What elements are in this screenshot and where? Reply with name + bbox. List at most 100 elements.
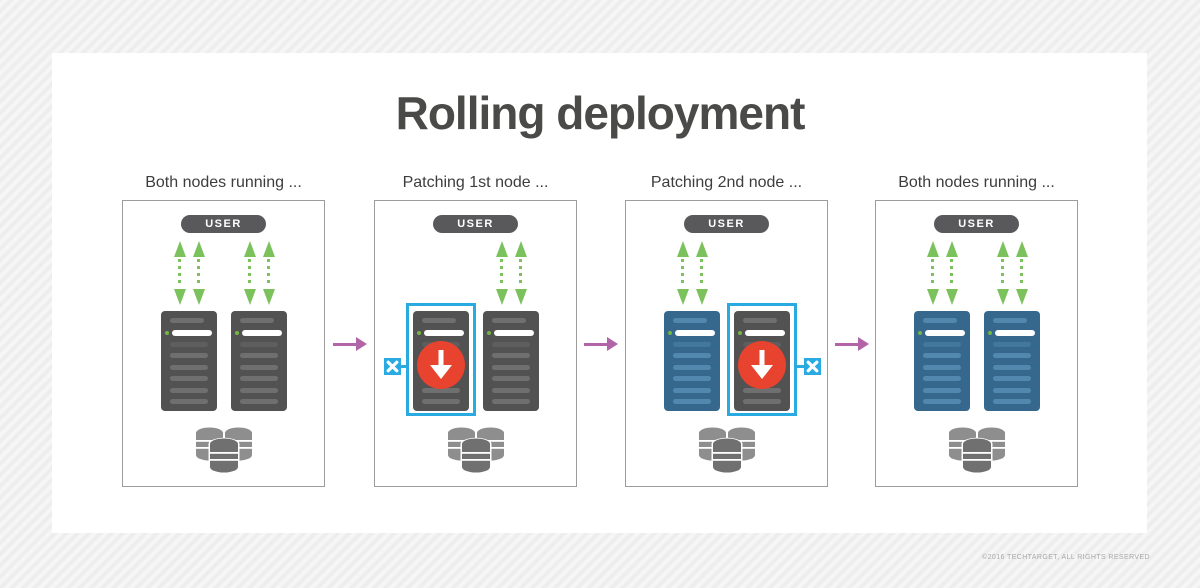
arrow-dotted-line xyxy=(248,259,251,287)
server-stripe xyxy=(923,318,957,323)
arrow-dotted-line xyxy=(700,259,703,287)
x-offline-icon xyxy=(804,358,821,375)
arrow-dotted-line xyxy=(197,259,200,287)
server-stripe xyxy=(240,353,278,358)
arrow-up-head xyxy=(173,241,186,257)
arrow-down-head xyxy=(514,289,527,305)
server-stripe xyxy=(743,399,781,404)
server-stripe xyxy=(170,318,204,323)
vertical-double-arrow xyxy=(945,241,958,305)
arrow-dotted-line xyxy=(681,259,684,287)
server-status-bar xyxy=(235,329,282,336)
arrow-down-head xyxy=(926,289,939,305)
vertical-double-arrow xyxy=(676,241,689,305)
database-front-separators xyxy=(210,452,238,461)
patching-highlight-box xyxy=(727,303,797,416)
arrow-dotted-line xyxy=(950,259,953,287)
server-status-bar xyxy=(417,329,464,336)
vertical-double-arrow xyxy=(243,241,256,305)
panel-1: Both nodes running ...USER xyxy=(122,172,325,487)
x-glyph xyxy=(806,360,819,373)
server-stripe xyxy=(492,318,526,323)
database-front-cylinder xyxy=(210,438,238,473)
server-stripe xyxy=(993,353,1031,358)
server-stripe xyxy=(993,399,1031,404)
server-status-bar xyxy=(738,329,785,336)
bidirectional-arrows-icon xyxy=(173,241,205,305)
server-stripe xyxy=(923,353,961,358)
arrow-down-head xyxy=(495,289,508,305)
vertical-double-arrow xyxy=(262,241,275,305)
server-stripe xyxy=(673,387,711,393)
server-node-2 xyxy=(231,311,287,411)
arrow-dotted-line xyxy=(1020,259,1023,287)
server-stripe xyxy=(492,364,530,370)
bidirectional-arrows-icon xyxy=(243,241,275,305)
server-stripe xyxy=(240,341,278,347)
vertical-double-arrow xyxy=(192,241,205,305)
server-stripe xyxy=(923,376,961,381)
database-cylinders xyxy=(448,427,504,474)
server-stripe xyxy=(240,364,278,370)
server-stripe xyxy=(923,364,961,370)
arrow-dotted-line xyxy=(178,259,181,287)
arrow-up-head xyxy=(1015,241,1028,257)
server-stripe xyxy=(492,376,530,381)
server-status-bar xyxy=(988,329,1035,336)
patching-highlight-box xyxy=(406,303,476,416)
database-cylinders xyxy=(699,427,755,474)
vertical-double-arrow xyxy=(996,241,1009,305)
panel-box: USER xyxy=(875,200,1078,487)
arrow-down-head xyxy=(676,289,689,305)
user-pill: USER xyxy=(934,215,1019,233)
arrow-dotted-line xyxy=(519,259,522,287)
server-stripe xyxy=(422,318,456,323)
bidirectional-arrows-icon xyxy=(926,241,958,305)
server-stripe xyxy=(923,387,961,393)
offline-connector-line xyxy=(400,365,408,368)
panel-box: USER xyxy=(625,200,828,487)
arrow-up-head xyxy=(262,241,275,257)
arrow-up-head xyxy=(243,241,256,257)
vertical-double-arrow xyxy=(695,241,708,305)
arrow-down-head xyxy=(262,289,275,305)
download-arrow-glyph xyxy=(738,341,786,389)
database-icon xyxy=(192,425,256,474)
vertical-double-arrow xyxy=(1015,241,1028,305)
database-icon xyxy=(695,425,759,474)
server-stripe xyxy=(993,364,1031,370)
server-node-1 xyxy=(914,311,970,411)
server-stripe xyxy=(673,399,711,404)
power-led xyxy=(918,330,922,335)
server-node-2 xyxy=(483,311,539,411)
server-stripe xyxy=(492,353,530,358)
server-stripe xyxy=(673,364,711,370)
server-stripe xyxy=(422,399,460,404)
database-icon xyxy=(444,425,508,474)
server-stripe xyxy=(673,376,711,381)
panel-box: USER xyxy=(374,200,577,487)
server-status-bar xyxy=(668,329,715,336)
vertical-double-arrow xyxy=(926,241,939,305)
server-status-bar xyxy=(918,329,965,336)
arrow-up-head xyxy=(695,241,708,257)
server-stripe xyxy=(492,387,530,393)
server-stripe xyxy=(993,341,1031,347)
server-node-2 xyxy=(984,311,1040,411)
power-led xyxy=(988,330,992,335)
arrow-up-head xyxy=(192,241,205,257)
power-led xyxy=(235,330,239,335)
server-stripe xyxy=(170,364,208,370)
server-stripe xyxy=(492,341,530,347)
database-front-cylinder xyxy=(963,438,991,473)
vertical-double-arrow xyxy=(514,241,527,305)
arrow-down-head xyxy=(945,289,958,305)
database-front-separators xyxy=(462,452,490,461)
server-stripe xyxy=(170,341,208,347)
download-arrow-icon xyxy=(417,341,465,389)
server-stripe xyxy=(170,376,208,381)
server-stripe xyxy=(170,399,208,404)
server-stripe xyxy=(240,318,274,323)
download-arrow-glyph xyxy=(417,341,465,389)
server-stripe xyxy=(993,318,1027,323)
